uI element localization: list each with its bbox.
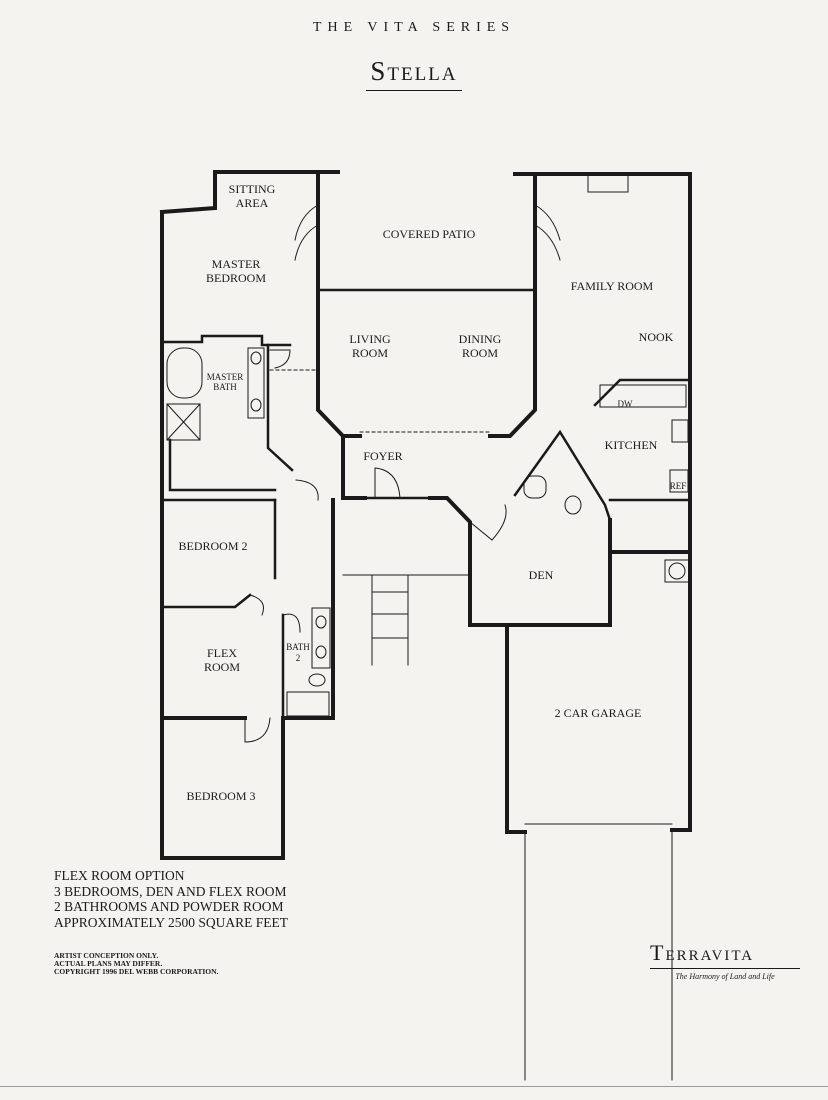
wall-bath2-right: [281, 498, 335, 720]
label-master-bedroom-1: MASTER: [212, 257, 261, 271]
door-swing-foyer: [374, 467, 401, 499]
label-living-room-1: LIVING: [349, 332, 391, 346]
label-living-room-2: ROOM: [352, 346, 388, 360]
label-master-bath-2: BATH: [213, 382, 237, 392]
kitchen-counter: [599, 384, 687, 408]
brand-logo: Terravita The Harmony of Land and Life: [650, 940, 810, 981]
wall-left-wing: [160, 210, 285, 860]
wall-den-powder: [513, 429, 612, 522]
bathtub: [166, 347, 203, 399]
summary-line-2: 3 BEDROOMS, DEN AND FLEX ROOM: [54, 883, 287, 899]
brand-rule: [650, 968, 800, 969]
label-ref: REF: [670, 481, 687, 491]
vanity-master: [247, 347, 265, 419]
label-dw: DW: [618, 399, 633, 409]
room-labels: SITTING AREA MASTER BEDROOM COVERED PATI…: [178, 182, 686, 803]
summary-line-4: APPROXIMATELY 2500 SQUARE FEET: [54, 914, 289, 930]
plan-name-text: Stella: [366, 56, 462, 91]
label-kitchen: KITCHEN: [605, 438, 658, 452]
door-swing-bed3: [244, 717, 271, 743]
fridge: [669, 469, 689, 493]
brand-name: Terravita: [650, 940, 755, 965]
door-swing-hall: [295, 479, 319, 501]
summary-line-1: FLEX ROOM OPTION: [54, 868, 185, 883]
page-bottom-rule: [0, 1086, 828, 1087]
label-foyer: FOYER: [363, 449, 402, 463]
label-sitting-area-2: AREA: [236, 196, 269, 210]
label-dining-room-1: DINING: [459, 332, 502, 346]
label-den: DEN: [529, 568, 554, 582]
wall-master-bath-top: [160, 334, 292, 347]
bath2-tub: [286, 691, 330, 717]
door-swing-master: [269, 349, 291, 369]
label-master-bedroom-2: BEDROOM: [206, 271, 266, 285]
disclaimer-line-2: ACTUAL PLANS MAY DIFFER.: [54, 959, 163, 968]
label-nook: NOOK: [639, 330, 674, 344]
wall-garage-left: [505, 623, 527, 834]
label-garage: 2 CAR GARAGE: [555, 706, 642, 720]
wall-living-lower: [316, 288, 362, 438]
bath2-vanity: [311, 607, 331, 669]
door-swing-flex: [282, 613, 301, 633]
label-master-bath-1: MASTER: [207, 372, 244, 382]
disclaimer-line-3: COPYRIGHT 1996 DEL WEBB CORPORATION.: [54, 967, 219, 976]
series-title: THE VITA SERIES: [312, 20, 516, 35]
wall-right-top: [513, 172, 692, 554]
label-family-room: FAMILY ROOM: [571, 279, 654, 293]
exterior-walls: [159, 170, 692, 860]
interior-walls: [160, 288, 692, 720]
label-flex-room-2: ROOM: [204, 660, 240, 674]
door-swing-patio-right: [534, 204, 561, 261]
label-dining-room-2: ROOM: [462, 346, 498, 360]
wall-kitchen-ctr: [593, 378, 692, 407]
wall-dining-lower: [488, 288, 537, 438]
label-bath-2-1: BATH: [286, 642, 310, 652]
summary-line-3: 2 BATHROOMS AND POWDER ROOM: [54, 899, 284, 914]
label-sitting-area-1: SITTING: [229, 182, 276, 196]
range: [671, 419, 689, 443]
plan-summary: FLEX ROOM OPTION 3 BEDROOMS, DEN AND FLE…: [54, 868, 288, 930]
washer: [664, 559, 690, 583]
disclaimer-line-1: ARTIST CONCEPTION ONLY.: [54, 951, 159, 960]
wall-master-bath-right: [266, 343, 294, 472]
door-swing-patio-left: [294, 204, 319, 261]
door-swing-den: [469, 504, 507, 541]
door-swing-bed2: [234, 594, 264, 616]
wall-master-top: [159, 170, 340, 215]
plan-details: [166, 173, 690, 1081]
plan-name: Stella: [0, 56, 828, 91]
fireplace: [587, 173, 629, 193]
wall-master-closet: [168, 438, 277, 492]
wall-den: [428, 496, 612, 627]
shower: [166, 403, 201, 441]
powder-toilet: [523, 475, 547, 499]
label-bath-2-2: 2: [296, 653, 301, 663]
disclaimer: ARTIST CONCEPTION ONLY. ACTUAL PLANS MAY…: [54, 952, 218, 976]
label-bedroom-3: BEDROOM 3: [186, 789, 255, 803]
label-covered-patio: COVERED PATIO: [383, 227, 476, 241]
label-flex-room-1: FLEX: [207, 646, 237, 660]
label-bedroom-2: BEDROOM 2: [178, 539, 247, 553]
brand-tagline: The Harmony of Land and Life: [675, 972, 775, 981]
wall-garage: [608, 550, 692, 832]
wall-foyer: [341, 434, 367, 500]
